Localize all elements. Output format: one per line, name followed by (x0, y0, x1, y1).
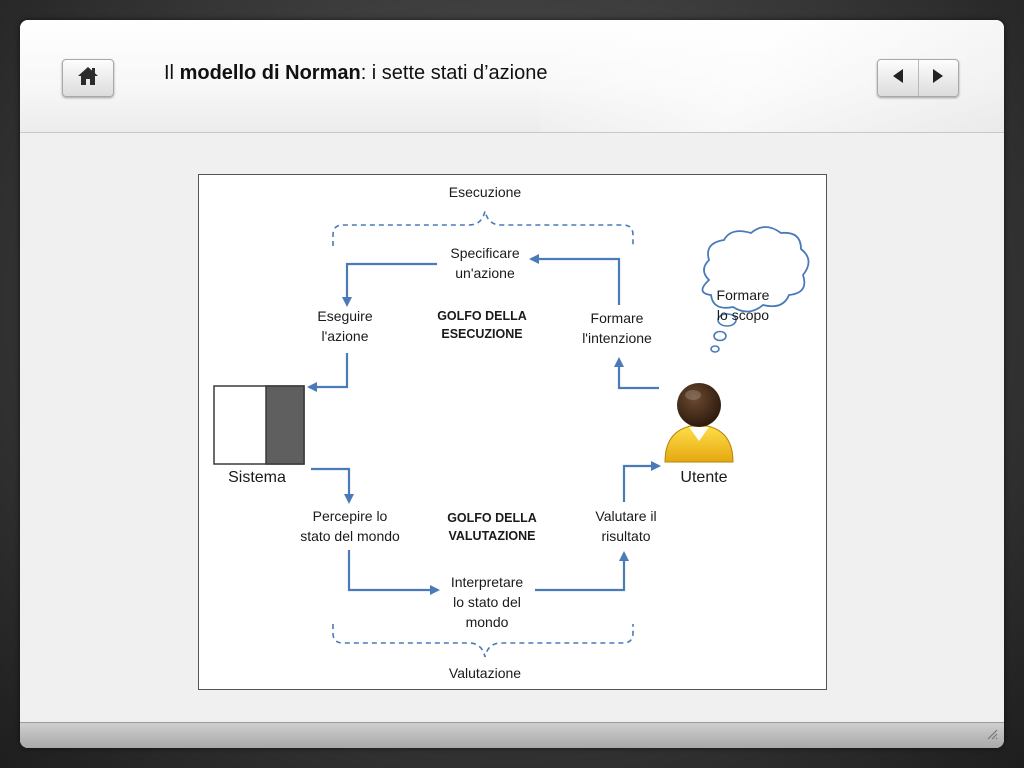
perceive-state-label-1: Percepire lo (313, 508, 388, 524)
evaluate-result-label-2: risultato (601, 528, 650, 544)
interpret-state-label-1: Interpretare (451, 574, 524, 590)
execution-label: Esecuzione (449, 184, 522, 200)
page-title: Il modello di Norman: i sette stati d’az… (164, 62, 547, 85)
form-intention-label-2: l'intenzione (582, 330, 652, 346)
specify-action-label-1: Specificare (450, 245, 519, 261)
gulf-execution-label-1: GOLFO DELLA (437, 309, 527, 323)
gulf-evaluation-label-2: VALUTAZIONE (448, 529, 535, 543)
form-goal-label-2: lo scopo (717, 307, 769, 323)
evaluation-label: Valutazione (449, 665, 521, 681)
slide-footer (20, 722, 1004, 748)
arrow-system-to-perceive (311, 467, 354, 504)
arrow-evaluate-to-user (622, 461, 661, 502)
system-icon (213, 385, 305, 465)
user-icon (664, 383, 734, 463)
arrow-perceive-to-interpret (347, 550, 440, 595)
specify-action-label-2: un'azione (455, 265, 515, 281)
evaluate-result-label-1: Valutare il (595, 508, 656, 524)
home-button[interactable] (62, 59, 114, 97)
execute-action-label-2: l'azione (321, 328, 368, 344)
arrow-user-to-intention (614, 357, 659, 390)
gulf-execution-label-2: ESECUZIONE (441, 327, 522, 341)
gulf-evaluation-label-1: GOLFO DELLA (447, 511, 537, 525)
interpret-state-label-2: lo stato del (453, 594, 521, 610)
thought-cloud (701, 226, 810, 353)
system-label: Sistema (228, 469, 286, 486)
slide: Il modello di Norman: i sette stati d’az… (20, 20, 1004, 748)
slide-navigation (877, 59, 959, 97)
form-goal-label-1: Formare (717, 287, 770, 303)
user-label: Utente (680, 469, 727, 486)
evaluation-brace (332, 624, 634, 658)
arrow-execute-to-system (307, 353, 349, 392)
form-intention-label-1: Formare (591, 310, 644, 326)
title-bold: modello di Norman (179, 62, 361, 84)
slide-header: Il modello di Norman: i sette stati d’az… (20, 20, 1004, 133)
title-suffix: : i sette stati d’azione (360, 62, 548, 84)
title-prefix: Il (164, 62, 180, 84)
arrow-right-icon (930, 68, 946, 89)
previous-slide-button[interactable] (878, 60, 919, 96)
arrow-left-icon (890, 68, 906, 89)
execution-brace (332, 210, 634, 246)
arrow-interpret-to-evaluate (535, 551, 629, 592)
perceive-state-label-2: stato del mondo (300, 528, 400, 544)
next-slide-button[interactable] (919, 60, 959, 96)
execute-action-label-1: Eseguire (317, 308, 372, 324)
resize-grip-icon[interactable] (986, 727, 998, 745)
interpret-state-label-3: mondo (466, 614, 509, 630)
home-icon (77, 66, 99, 91)
arrow-intention-to-specify (529, 254, 621, 305)
arrow-specify-to-execute (342, 262, 437, 307)
norman-diagram: Esecuzione Valutazione Specificare un'az… (198, 174, 827, 690)
